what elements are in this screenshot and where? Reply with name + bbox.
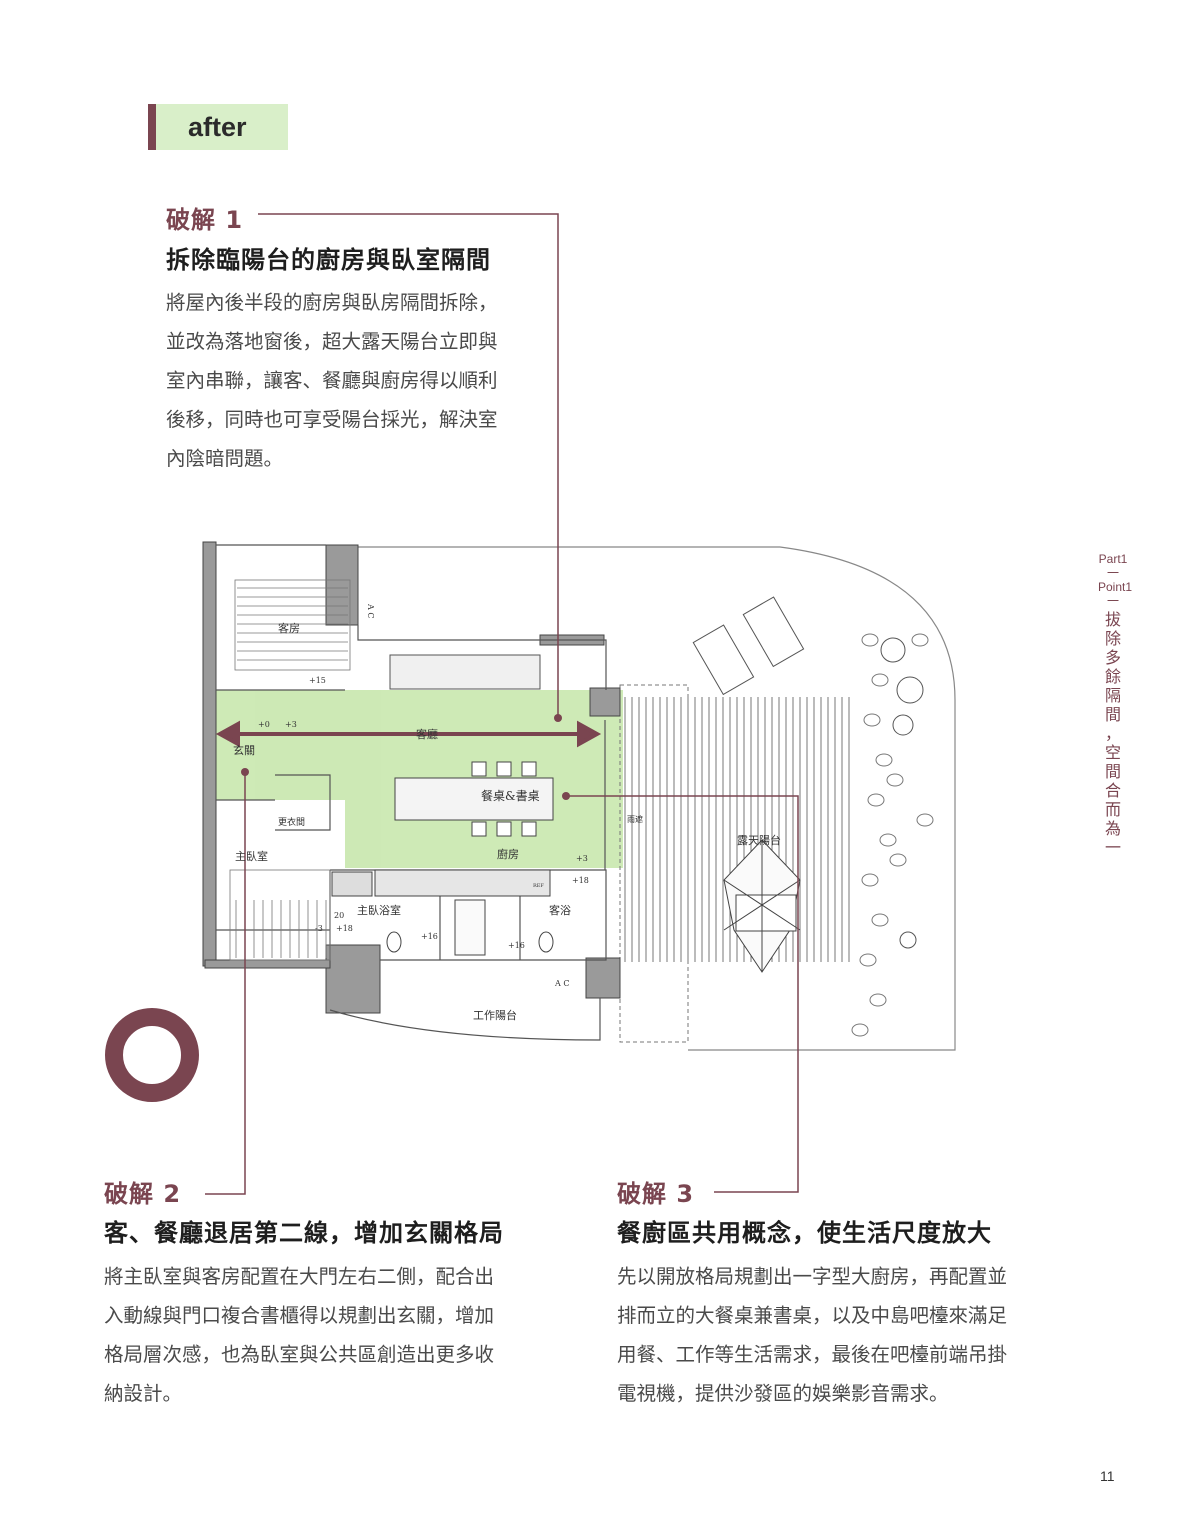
level-mark: +15 <box>309 676 326 685</box>
room-dining: 餐桌&書桌 <box>481 788 540 803</box>
side-title: 拔除多餘隔間，空間合而為一 <box>1104 610 1121 857</box>
solution-1-label: 破解 1 <box>166 206 244 234</box>
garden-stone <box>911 633 929 647</box>
garden-stone <box>871 913 889 927</box>
room-closet: 更衣間 <box>278 816 305 828</box>
room-service-balcony: 工作陽台 <box>473 1008 517 1022</box>
solution-3-title: 餐廚區共用概念，使生活尺度放大 <box>617 1219 992 1247</box>
terrace-deck <box>624 697 850 962</box>
guest-room-bed <box>234 579 351 671</box>
solution-2-label: 破解 2 <box>104 1180 182 1208</box>
canopy-outline <box>619 684 689 1043</box>
sofa <box>389 654 541 690</box>
terrace-outline <box>358 546 956 1051</box>
solution-1-title: 拆除臨陽台的廚房與臥室隔間 <box>166 246 491 274</box>
level-mark: 20 <box>334 911 344 920</box>
garden-stone <box>859 953 877 967</box>
garden-stone <box>916 813 934 827</box>
dining-table <box>394 777 554 821</box>
lounge-chairs <box>692 596 805 696</box>
fridge-mark: REF <box>533 883 544 889</box>
garden-stone <box>889 853 907 867</box>
ac-mark: A C <box>366 603 375 618</box>
umbrella-table <box>723 839 801 973</box>
level-mark: +0 <box>258 720 270 729</box>
living-arrow <box>215 720 602 748</box>
solution-3-body: 先以開放格局規劃出一字型大廚房，再配置並 排而立的大餐桌兼書桌，以及中島吧檯來滿… <box>617 1265 1008 1405</box>
room-entry: 玄關 <box>233 743 255 757</box>
solution-3-label: 破解 3 <box>617 1180 695 1208</box>
room-guest-bath: 客浴 <box>549 903 571 917</box>
leader-lines <box>205 213 799 1195</box>
room-master: 主臥室 <box>235 849 268 863</box>
room-canopy: 雨遮 <box>627 814 643 824</box>
level-mark: +3 <box>576 854 588 863</box>
garden-stone <box>861 873 879 887</box>
level-mark: +3 <box>285 720 297 729</box>
solution-2-title: 客、餐廳退居第二線，增加玄關格局 <box>104 1219 504 1247</box>
room-terrace: 露天陽台 <box>737 833 781 847</box>
garden-stone <box>886 773 904 787</box>
garden-stone <box>869 993 887 1007</box>
solution-1-body: 將屋內後半段的廚房與臥房隔間拆除， 並改為落地窗後，超大露天陽台立即與 室內串聯… <box>166 291 498 470</box>
level-mark: +16 <box>508 941 525 950</box>
room-guest: 客房 <box>278 621 300 635</box>
room-master-bath: 主臥浴室 <box>357 903 401 917</box>
garden-stone <box>871 673 889 687</box>
after-tab: after <box>156 104 288 150</box>
garden-stone <box>879 833 897 847</box>
garden-stone <box>875 753 893 767</box>
bathtub <box>454 899 486 956</box>
level-mark: +18 <box>336 924 353 933</box>
level-mark: -3 <box>315 924 323 933</box>
dining-chairs <box>471 761 537 837</box>
level-mark: +16 <box>421 932 438 941</box>
garden-stones <box>851 633 934 1037</box>
decorative-ring <box>105 1008 199 1102</box>
garden-stone <box>851 1023 869 1037</box>
walls <box>202 541 621 1014</box>
garden-stone <box>861 633 879 647</box>
toilet-1 <box>386 931 402 953</box>
kitchen-counter <box>374 869 551 897</box>
side-section-label: Part1 一 Point1 一 拔除多餘隔間，空間合而為一 <box>1098 552 1133 857</box>
level-mark: +18 <box>572 876 589 885</box>
ac-mark: A C <box>554 979 569 988</box>
garden-stone <box>863 713 881 727</box>
after-tab-bar <box>148 104 156 150</box>
garden-stone <box>867 793 885 807</box>
garden-plants <box>880 637 924 949</box>
leader-dots <box>241 714 570 800</box>
sink <box>331 871 373 897</box>
solution-2-body: 將主臥室與客房配置在大門左右二側，配合出 入動線與門口複合書櫃得以規劃出玄關，增… <box>104 1265 495 1405</box>
page-number: 11 <box>1100 1468 1115 1484</box>
room-living: 客廳 <box>416 727 438 741</box>
room-kitchen: 廚房 <box>497 847 519 861</box>
highlight-zones <box>215 690 623 868</box>
toilet-2 <box>538 931 554 953</box>
